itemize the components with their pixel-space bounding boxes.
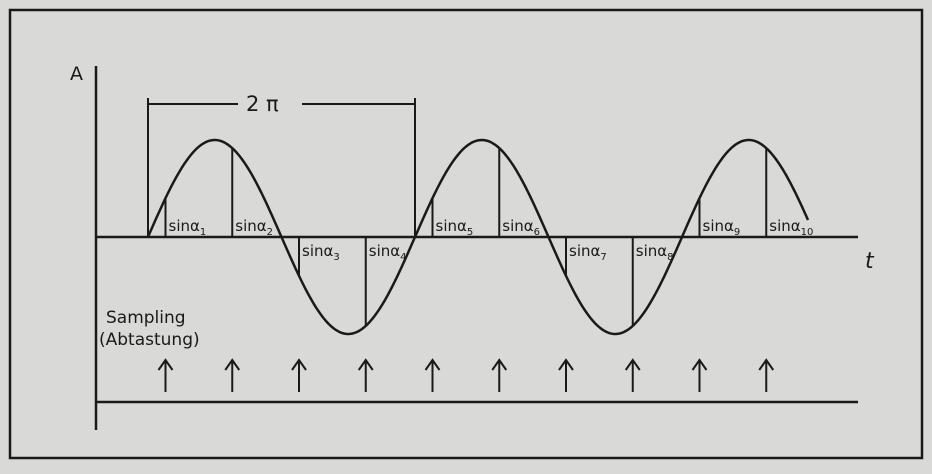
sample-label-7: sinα7 xyxy=(569,242,607,263)
sampling-arrow-2 xyxy=(224,358,241,392)
sample-label-1: sinα1 xyxy=(169,217,207,238)
y-axis-label: A xyxy=(70,63,83,85)
sampling-arrow-5 xyxy=(424,358,441,392)
sine-wave xyxy=(146,138,810,336)
sample-label-3: sinα3 xyxy=(302,242,340,263)
period-marker: 2 π xyxy=(147,92,416,237)
sampling-arrow-6 xyxy=(491,358,508,392)
sample-label-8: sinα8 xyxy=(636,242,674,263)
period-label: 2 π xyxy=(246,92,279,116)
sampling-label-line1: Sampling xyxy=(106,308,186,328)
sampling-arrow-1 xyxy=(157,358,174,392)
sampling-arrow-8 xyxy=(624,358,641,392)
sampling-arrow-7 xyxy=(558,358,574,392)
sampling-arrow-9 xyxy=(691,358,708,392)
sample-label-4: sinα4 xyxy=(369,242,407,263)
sample-label-9: sinα9 xyxy=(703,217,741,238)
sampling-label-line2: (Abtastung) xyxy=(99,330,200,350)
x-axis-label: t xyxy=(865,249,875,274)
sample-label-6: sinα6 xyxy=(502,217,540,238)
diagram-frame xyxy=(8,8,924,460)
sampling-arrow-10 xyxy=(758,358,775,392)
sample-label-2: sinα2 xyxy=(235,217,273,238)
sample-group: sinα1 sinα2 sinα3 sinα4 sinα5 sinα6 sinα7 sinα8… xyxy=(157,148,813,392)
sampling-arrow-4 xyxy=(357,358,374,392)
sampling-arrow-3 xyxy=(291,358,307,392)
sample-label-5: sinα5 xyxy=(436,217,474,238)
